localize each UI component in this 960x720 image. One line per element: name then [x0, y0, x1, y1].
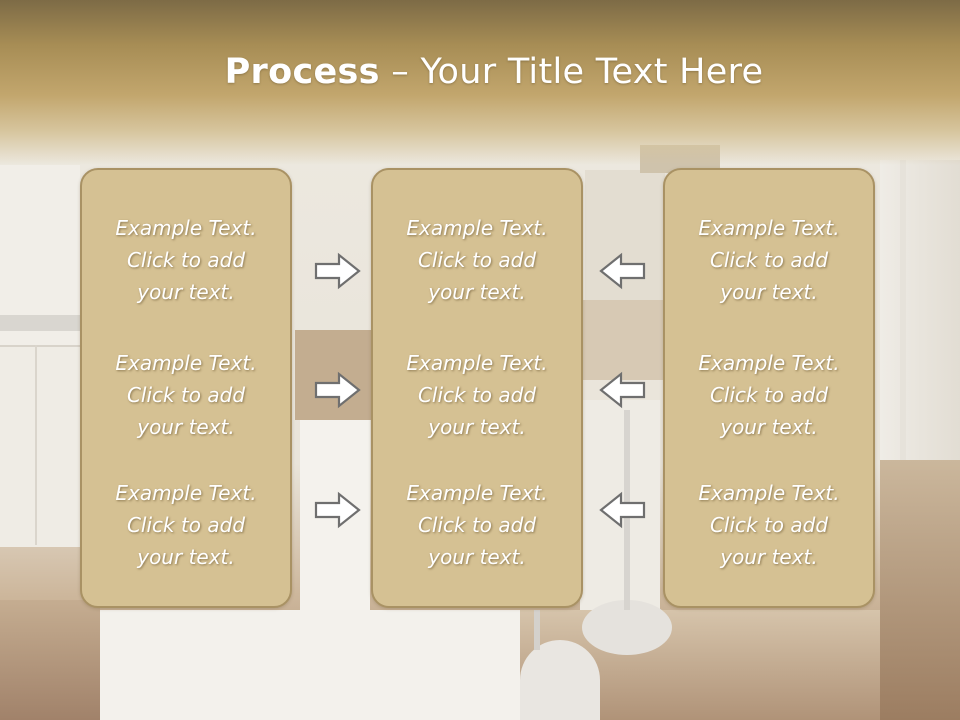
text-block[interactable]: Example Text. Click to add your text. [373, 212, 581, 308]
text-line: Example Text. [698, 351, 840, 375]
text-line: Example Text. [406, 216, 548, 240]
right-arrow-icon [314, 252, 361, 290]
text-block[interactable]: Example Text. Click to add your text. [665, 212, 873, 308]
text-line: Example Text. [115, 481, 257, 505]
text-line: your text. [720, 280, 818, 304]
left-arrow-icon [599, 491, 646, 529]
text-line: Click to add [417, 513, 537, 537]
text-line: Example Text. [115, 216, 257, 240]
title-bold: Process [224, 52, 380, 92]
text-line: your text. [428, 280, 526, 304]
text-line: Click to add [417, 383, 537, 407]
process-box-left[interactable]: Example Text. Click to add your text. Ex… [80, 168, 292, 608]
text-block[interactable]: Example Text. Click to add your text. [82, 347, 290, 443]
text-block[interactable]: Example Text. Click to add your text. [373, 347, 581, 443]
text-line: your text. [720, 545, 818, 569]
text-line: your text. [137, 280, 235, 304]
text-line: Click to add [709, 513, 829, 537]
text-line: your text. [137, 545, 235, 569]
text-block[interactable]: Example Text. Click to add your text. [665, 477, 873, 573]
text-line: Click to add [417, 248, 537, 272]
process-box-right[interactable]: Example Text. Click to add your text. Ex… [663, 168, 875, 608]
text-line: your text. [720, 415, 818, 439]
text-line: Example Text. [406, 481, 548, 505]
title-rest: – Your Title Text Here [379, 52, 764, 92]
title-band [0, 0, 960, 165]
left-arrow-icon [599, 371, 646, 409]
right-arrow-icon [314, 371, 361, 409]
text-line: your text. [428, 415, 526, 439]
text-line: Click to add [126, 248, 246, 272]
process-box-center[interactable]: Example Text. Click to add your text. Ex… [371, 168, 583, 608]
right-arrow-icon [314, 491, 361, 529]
text-line: Example Text. [698, 481, 840, 505]
text-line: Click to add [709, 248, 829, 272]
text-line: Example Text. [698, 216, 840, 240]
text-line: Click to add [709, 383, 829, 407]
text-line: Example Text. [406, 351, 548, 375]
text-block[interactable]: Example Text. Click to add your text. [82, 477, 290, 573]
text-line: your text. [137, 415, 235, 439]
slide-title[interactable]: Process – Your Title Text Here [0, 52, 960, 92]
text-block[interactable]: Example Text. Click to add your text. [373, 477, 581, 573]
text-line: Click to add [126, 513, 246, 537]
text-line: Click to add [126, 383, 246, 407]
text-block[interactable]: Example Text. Click to add your text. [665, 347, 873, 443]
text-line: your text. [428, 545, 526, 569]
left-arrow-icon [599, 252, 646, 290]
text-block[interactable]: Example Text. Click to add your text. [82, 212, 290, 308]
text-line: Example Text. [115, 351, 257, 375]
